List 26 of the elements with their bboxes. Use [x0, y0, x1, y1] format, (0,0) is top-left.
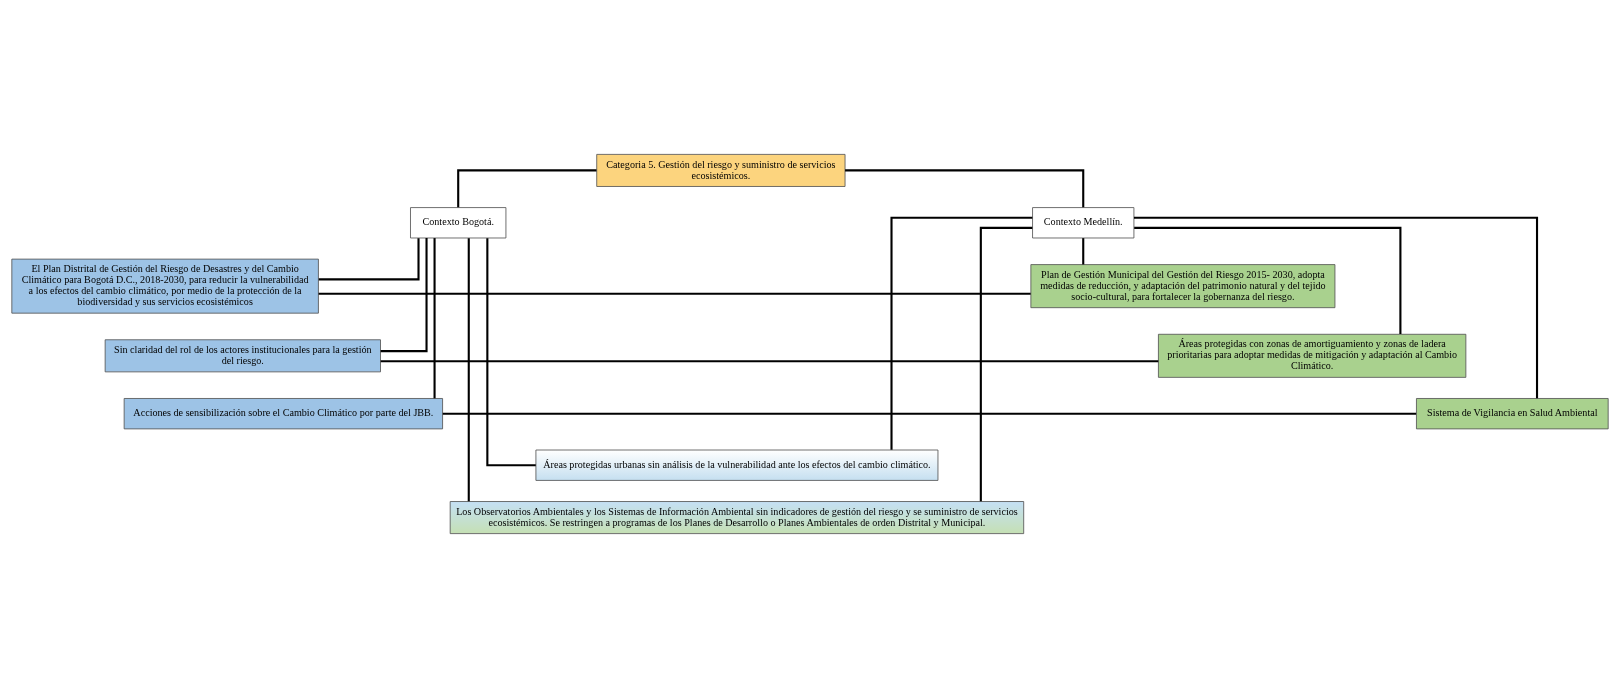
connector	[380, 237, 428, 352]
connector	[845, 168, 1085, 207]
node-box: Categoria 5. Gestión del riesgo y suministro de servicios ecosistémicos.	[596, 153, 846, 187]
connector	[1082, 237, 1085, 264]
connector	[486, 237, 536, 466]
node-box: Los Observatorios Ambientales y los Sistemas de Información Ambiental sin indicadores de gestión del riesgo y se suministro de servicios ecosistémicos. Se restringen a programas de los Planes de Desarrollo o Planes Ambientales de orden Distrital y Municipal.	[449, 500, 1025, 534]
connector	[457, 168, 597, 207]
connector	[1134, 216, 1539, 398]
connector	[433, 237, 436, 398]
connector	[979, 226, 1033, 501]
connector	[380, 359, 1159, 362]
node-box: Sistema de Vigilancia en Salud Ambiental	[1416, 397, 1609, 429]
node-box: Plan de Gestión Municipal del Gestión del Riesgo 2015- 2030, adopta medidas de reducción, y adaptación del patrimonio natural y del tejido socio-cultural, para fortalecer la gobernanza del riesgo.	[1030, 263, 1336, 308]
connector	[318, 237, 420, 280]
connector	[1134, 226, 1402, 334]
connector	[890, 216, 1033, 450]
connector	[467, 237, 470, 501]
node-box: Contexto Bogotá.	[410, 206, 507, 238]
connector	[318, 292, 1031, 295]
node-box: Sin claridad del rol de los actores institucionales para la gestión del riesgo.	[104, 338, 381, 372]
node-box: El Plan Distrital de Gestión del Riesgo de Desastres y del Cambio Climático para Bogotá D.C., 2018-2030, para reducir la vulnerabilidad a los efectos del cambio climático, por medio de la protección de la biodiversidad y sus servicios ecosistémicos	[11, 258, 319, 314]
node-box: Contexto Medellín.	[1032, 206, 1135, 238]
node-box: Áreas protegidas con zonas de amortiguamiento y zonas de ladera prioritarias para adoptar medidas de mitigación y adaptación al Cambio Climático.	[1158, 333, 1467, 378]
connector	[442, 412, 1417, 415]
node-box: Áreas protegidas urbanas sin análisis de la vulnerabilidad ante los efectos del cambio climático.	[535, 449, 939, 481]
node-box: Acciones de sensibilización sobre el Cambio Climático por parte del JBB.	[123, 397, 443, 429]
